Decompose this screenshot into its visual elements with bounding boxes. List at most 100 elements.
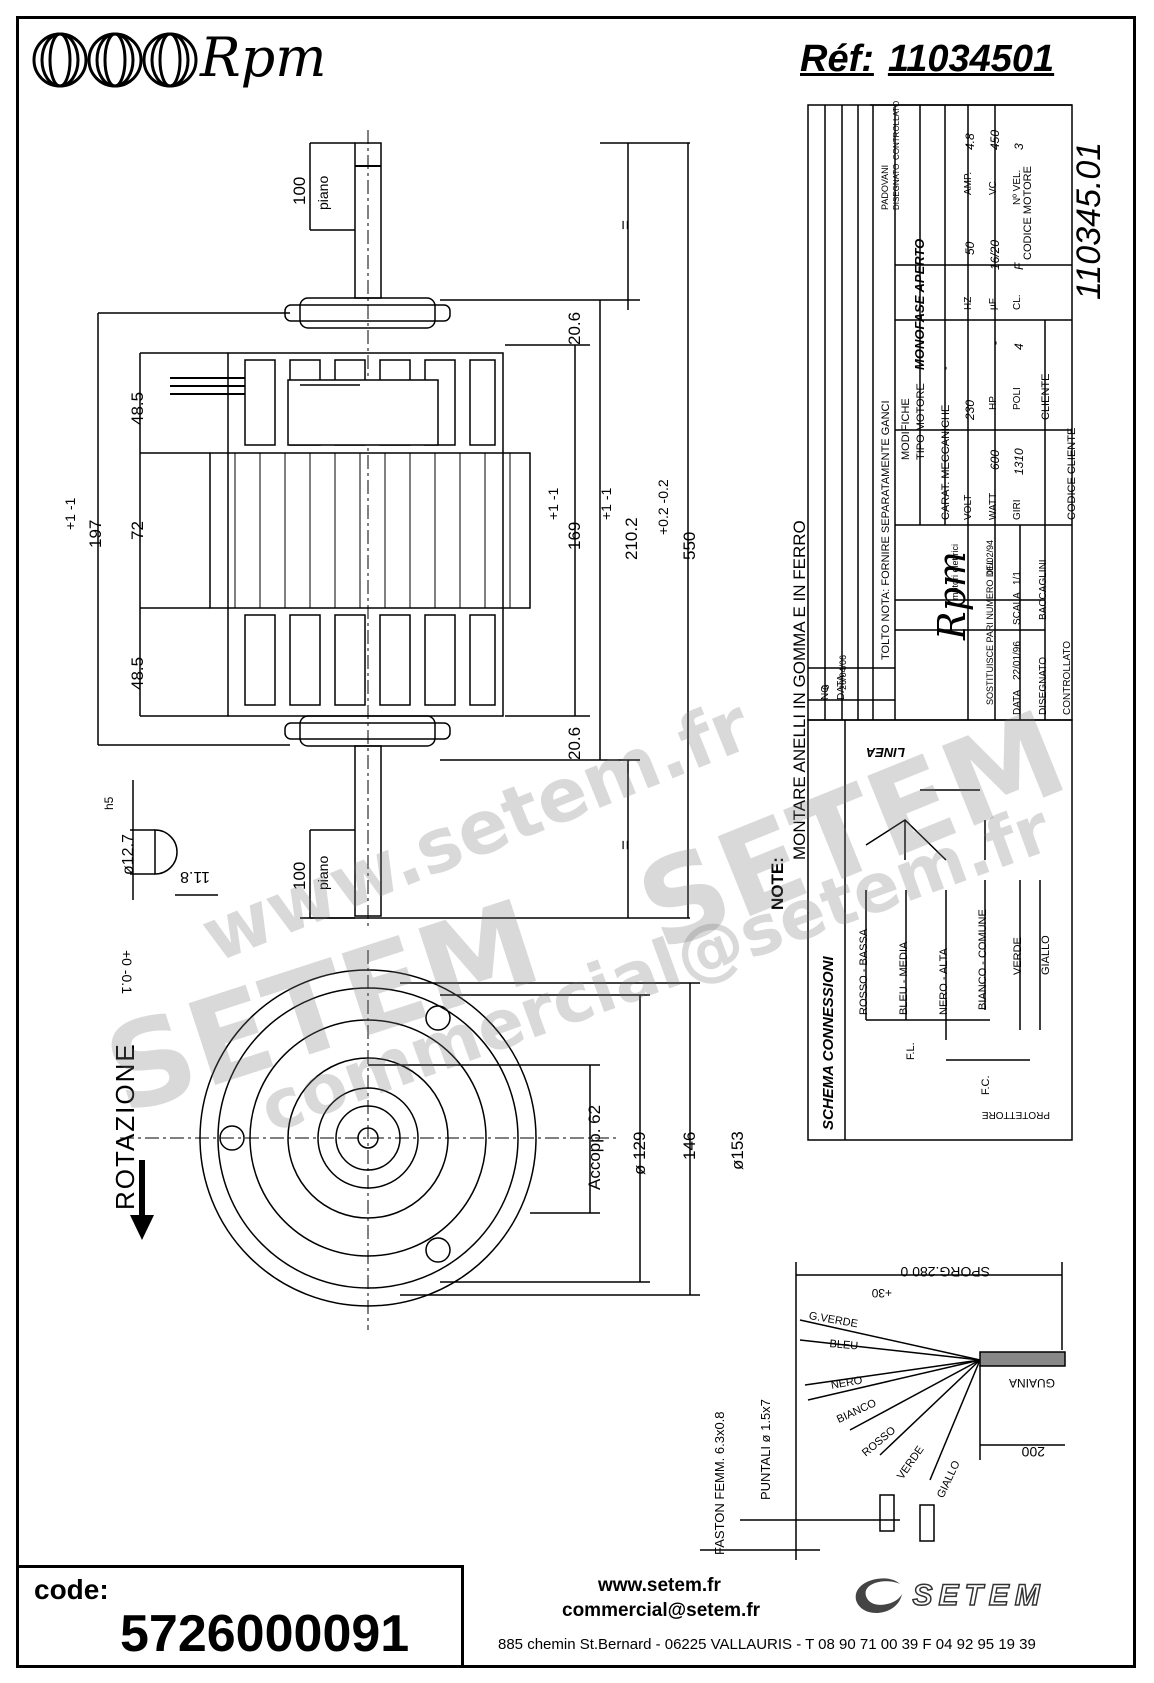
tb-hz-value: 50: [963, 241, 977, 255]
schema-title: SCHEMA CONNESSIONI: [820, 956, 837, 1130]
dim-169-tol: +1 -1: [545, 487, 561, 520]
dim-550-tol: +0.2 -0.2: [655, 479, 671, 535]
dim-top-equal: =: [616, 220, 635, 230]
leads-faston: FASTON FEMM. 6.3x0.8: [712, 1411, 727, 1555]
dim-550: 550: [680, 531, 699, 560]
dim-146: 146: [680, 1131, 699, 1160]
dim-top-piano: piano: [315, 175, 331, 210]
tb-codice-motore-label: CODICE MOTORE: [1022, 166, 1034, 260]
tb-disegnato-col: DISEGNATO: [892, 163, 901, 210]
leads-sporg: SPORG.280 0: [900, 1264, 991, 1280]
tb-disegnato-value: BACCAGLINI: [1038, 559, 1049, 620]
reference-number: Réf: 11034501: [800, 38, 1054, 81]
schema-wire-rosso: ROSSO - BASSA: [858, 928, 870, 1015]
tb-carat-value: -: [940, 366, 952, 370]
schema-wire-verde: VERDE: [1012, 937, 1024, 975]
tb-giri-label: GIRI: [1012, 499, 1023, 520]
tb-cl-label: CL.: [1012, 294, 1023, 310]
leads-200: 200: [1021, 1444, 1045, 1460]
tb-amp-value: 4.8: [963, 133, 977, 150]
tb-cliente-label: CLIENTE: [1040, 373, 1052, 420]
tb-watt-label: WATT: [988, 492, 999, 520]
code-value: 5726000091: [120, 1605, 410, 1663]
dim-dia-153: ø153: [728, 1131, 747, 1170]
setem-logo: SETEM: [848, 1570, 1046, 1622]
dim-shaft-tol: h5: [102, 796, 116, 810]
leads-guaina: GUAINA: [1008, 1376, 1055, 1390]
top-hub: [299, 297, 436, 329]
dim-197-tol: +1 -1: [62, 497, 78, 530]
tb-sostituisce: SOSTITUISCE PARI NUMERO DEL: [985, 559, 995, 705]
tb-uf-value: 16/20: [988, 239, 1002, 270]
footer-address: 885 chemin St.Bernard - 06225 VALLAURIS …: [498, 1636, 1036, 1653]
dim-210-2-tol: +1 -1: [598, 487, 614, 520]
dim-197: 197: [86, 519, 105, 548]
tb-codice-motore-value: 110345.01: [1070, 141, 1108, 300]
tb-giri-value: 1310: [1012, 448, 1026, 475]
schema-box: [807, 719, 1073, 1141]
tb-volt-label: VOLT: [963, 494, 974, 520]
tb-codice-cliente-label: CODICE CLIENTE: [1066, 427, 1078, 520]
schema-wire-giallo: GIALLO: [1040, 935, 1052, 975]
stator-stack: [209, 452, 531, 609]
schema-protettore: PROTETTORE: [981, 1109, 1050, 1120]
tb-tipo-motore-label: TIPO MOTORE: [915, 383, 927, 460]
schema-wire-bianco: BIANCO - COMUNE: [977, 909, 989, 1010]
tb-hp-label: HP: [988, 396, 999, 410]
tb-modifiche: MODIFICHE: [900, 398, 912, 460]
code-box: code: 5726000091: [16, 1565, 464, 1668]
dim-48-5-bottom: 48.5: [128, 656, 147, 690]
shaft-section: [154, 829, 178, 875]
dim-72: 72: [128, 521, 147, 540]
code-label: code:: [34, 1574, 109, 1605]
brand-name: Rpm: [200, 26, 327, 89]
dim-20-6-top: 20.6: [565, 311, 584, 345]
title-block: [700, 104, 1073, 1560]
tb-rev-text: TOLTO NOTA: FORNIRE SEPARATAMENTE GANCI: [880, 400, 892, 660]
tb-data-value: 22/01/96: [1012, 641, 1023, 680]
dim-210-2: 210.2: [622, 517, 641, 560]
footer-website-link[interactable]: www.setem.fr: [598, 1575, 721, 1596]
setem-swirl-icon: [855, 1578, 902, 1613]
leads-puntali: PUNTALI ø 1.5x7: [758, 1399, 773, 1500]
drawing-sheet: [16, 16, 1136, 1668]
tb-vc-label: VC: [988, 181, 999, 195]
tb-hp-value: -: [988, 341, 1002, 345]
dim-48-5-top: 48.5: [128, 391, 147, 425]
setem-brand-text: SETEM: [912, 1578, 1046, 1613]
dim-shaft-dia: ø12.7: [120, 834, 137, 875]
shaft-bottom: [354, 745, 382, 917]
tb-rev-no: 6: [821, 684, 832, 690]
tb-vel-value: 3: [1012, 143, 1026, 150]
dim-flat-width: 11.8: [180, 868, 210, 885]
dim-169: 169: [565, 521, 584, 550]
lead-bleu: BLEU: [828, 1338, 859, 1353]
tb-watt-value: 600: [988, 449, 1002, 470]
schema-fc: F.C.: [980, 1075, 992, 1095]
tb-scala-label: SCALA: [1012, 592, 1023, 625]
tb-padovani: PADOVANI: [880, 164, 890, 210]
tb-carat-label: CARAT. MECCANICHE: [940, 404, 952, 520]
tb-poli-label: POLI: [1012, 387, 1023, 410]
tb-sostituisce-date: 01/02/94: [985, 539, 995, 575]
schema-fl: F.L.: [905, 1042, 917, 1060]
schema-wire-bleu: BLEU - MEDIA: [898, 941, 910, 1015]
tb-vc-value: 450: [988, 129, 1002, 150]
tb-poli-value: 4: [1012, 343, 1026, 350]
tb-rev-date: 26/04/06: [838, 654, 848, 690]
schema-wire-nero: NERO - ALTA: [938, 948, 950, 1015]
tb-controllato-col: CONTROLLATO: [892, 100, 901, 160]
tb-volt-value: 230: [963, 399, 977, 420]
tb-amp-label: AMP.: [963, 171, 974, 195]
footer-email-link[interactable]: commercial@setem.fr: [562, 1600, 761, 1621]
tb-scala-value: 1/1: [1012, 571, 1023, 585]
ref-value: 11034501: [887, 38, 1055, 80]
dim-dia-129: ø 129: [630, 1131, 649, 1175]
tb-uf-label: µF: [988, 298, 999, 310]
rpm-coil-logo: [32, 32, 198, 88]
ref-label: Réf:: [800, 38, 874, 80]
tb-hz-label: HZ: [963, 296, 974, 310]
dim-accopp: Accopp. 62: [585, 1104, 604, 1190]
tb-tipo-motore-value: MONOFASE APERTO: [912, 238, 927, 370]
